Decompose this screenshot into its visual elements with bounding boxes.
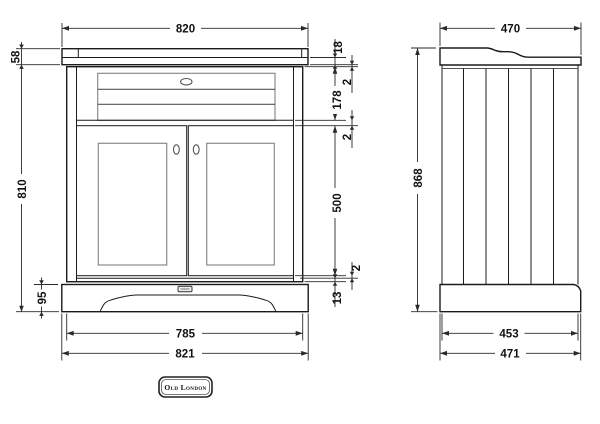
plinth-outline <box>61 283 309 313</box>
worktop-outline <box>61 48 309 66</box>
brand-badge: Old London <box>158 376 213 398</box>
badge-outer-border <box>158 376 213 398</box>
door-panel-right <box>206 142 275 266</box>
door-left <box>76 125 188 277</box>
side-view: 470 868 453 471 <box>410 21 582 361</box>
badge-label: Old London <box>164 383 206 392</box>
door-knob-right <box>192 144 200 155</box>
dim-868-label: 868 <box>413 168 425 188</box>
drawer-oval-detail <box>180 77 193 86</box>
dim-470-label: 470 <box>501 23 520 35</box>
dim-gap3-label: 2 <box>351 265 363 271</box>
front-cabinet <box>61 48 309 313</box>
dim-821-label: 821 <box>175 349 195 361</box>
dim-785-label: 785 <box>176 329 196 341</box>
dim-810-label: 810 <box>17 179 29 198</box>
plinth-arch <box>99 294 277 312</box>
dim-95-label: 95 <box>37 291 49 304</box>
dim-453-label: 453 <box>499 329 518 341</box>
carcass-outline <box>65 65 304 283</box>
door-knob-left <box>172 144 180 155</box>
badge-inner-border <box>161 379 210 395</box>
side-worktop-profile <box>439 47 582 66</box>
side-plinth <box>439 283 582 313</box>
side-dimensions: 470 868 453 471 <box>410 21 582 361</box>
dim-gap2-label: 2 <box>342 134 354 140</box>
dim-178-label: 178 <box>332 90 344 110</box>
dim-500-label: 500 <box>332 193 344 212</box>
drawer-recess <box>97 72 276 121</box>
dimension-ticks <box>295 57 358 283</box>
dim-gap1-label: 2 <box>342 79 354 85</box>
side-panel-slats <box>463 68 554 285</box>
door-right <box>187 125 294 277</box>
side-cabinet <box>439 47 582 313</box>
dim-18-label: 18 <box>333 41 345 54</box>
dim-13-label: 13 <box>332 292 344 305</box>
front-view: 820 58 810 95 785 <box>11 21 363 361</box>
dim-820-label: 820 <box>176 23 195 35</box>
dim-58-label: 58 <box>11 50 23 63</box>
dim-471-label: 471 <box>500 349 520 361</box>
door-panel-left <box>97 142 168 266</box>
front-dimensions: 820 58 810 95 785 <box>11 21 363 361</box>
